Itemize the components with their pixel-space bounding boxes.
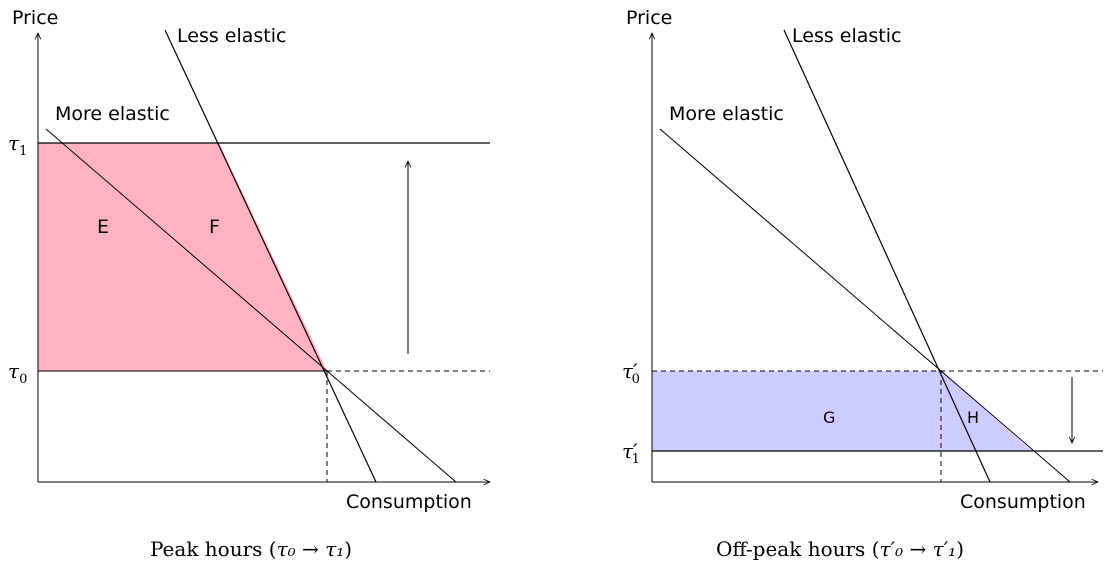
left-region-e-label: E [97,216,109,238]
right-tau0-prime-tick-label: τ′0 [622,359,640,387]
left-shaded-region-ef [38,143,327,371]
right-region-h-label: H [967,408,979,427]
left-more-elastic-demand [45,128,457,483]
right-less-elastic-label: Less elastic [792,25,901,47]
right-more-elastic-demand [659,128,1071,483]
right-region-g-label: G [823,408,835,427]
right-less-elastic-demand [783,29,991,483]
right-y-axis-label: Price [626,7,672,29]
right-caption: Off-peak hours (τ′₀ → τ′₁) [716,537,964,561]
left-tau0-tick-label: τ0 [8,359,27,387]
left-region-f-label: F [209,216,220,238]
right-panel-off-peak-hours: Price Consumption Less elastic More elas… [622,7,1103,561]
right-x-axis-label: Consumption [960,491,1086,513]
left-panel-peak-hours: Price Consumption Less elastic More elas… [8,7,490,561]
left-caption: Peak hours (τ₀ → τ₁) [150,537,352,561]
left-tau1-tick-label: τ1 [8,131,27,159]
left-less-elastic-label: Less elastic [177,25,286,47]
right-more-elastic-label: More elastic [669,103,784,125]
left-x-axis-label: Consumption [346,491,472,513]
right-tau1-prime-tick-label: τ′1 [622,439,640,467]
left-more-elastic-label: More elastic [55,103,170,125]
right-shaded-region-gh [652,371,1032,451]
left-less-elastic-demand [164,29,377,483]
left-y-axis-label: Price [12,7,58,29]
